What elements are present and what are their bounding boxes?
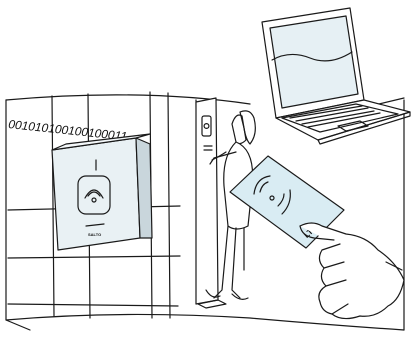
reader-post: [196, 98, 226, 308]
reader-brand-label: SALTO: [88, 232, 101, 237]
laptop-icon: [262, 8, 410, 144]
card-reader: SALTO: [52, 134, 152, 250]
